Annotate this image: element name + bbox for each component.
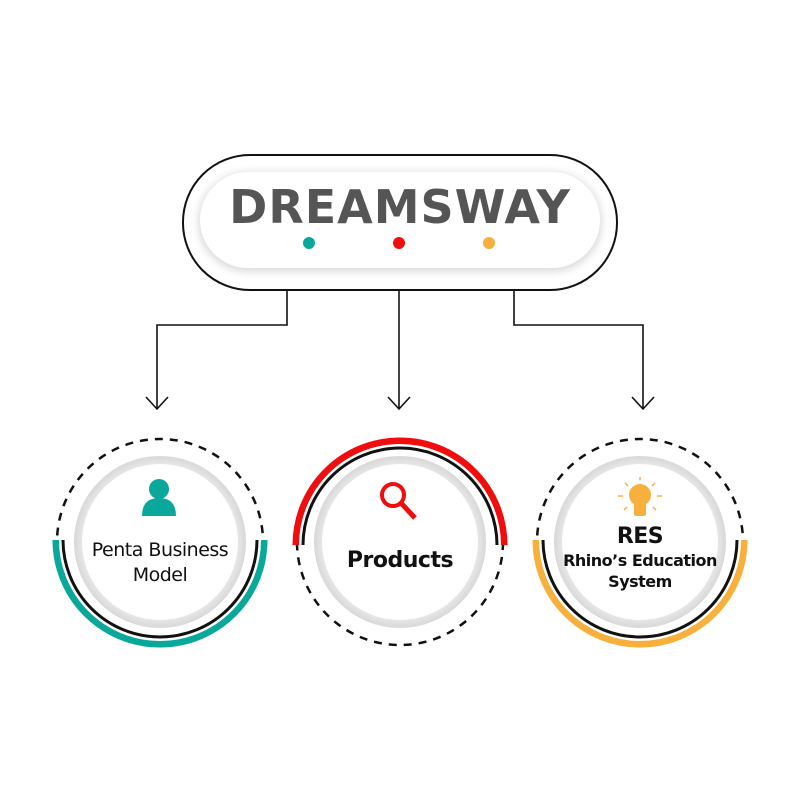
connectors: [145, 290, 655, 411]
connector-right: [513, 290, 644, 408]
header-title: DREAMSWAY: [229, 180, 571, 234]
arrow-middle-icon: [387, 396, 411, 411]
node-res: [532, 437, 748, 648]
orange-dot: [483, 237, 495, 249]
node-res-subtitle-line1: Rhino’s Education: [563, 551, 717, 570]
arrow-left-icon: [145, 396, 169, 411]
arrow-right-icon: [631, 396, 655, 411]
teal-dot: [303, 237, 315, 249]
connector-left: [156, 290, 288, 408]
node-penta-label-line1: Penta Business: [91, 539, 229, 561]
node-penta-label-line2: Model: [132, 564, 188, 586]
red-dot: [393, 237, 405, 249]
person-icon: [142, 479, 176, 516]
node-penta: [52, 437, 268, 648]
node-res-subtitle-line2: System: [608, 572, 672, 591]
lightbulb-icon: [618, 477, 662, 516]
header-pill: [182, 154, 618, 291]
search-icon: [380, 482, 417, 520]
node-res-title: RES: [616, 524, 664, 549]
node-products: [292, 437, 508, 647]
node-products-label: Products: [346, 548, 454, 573]
